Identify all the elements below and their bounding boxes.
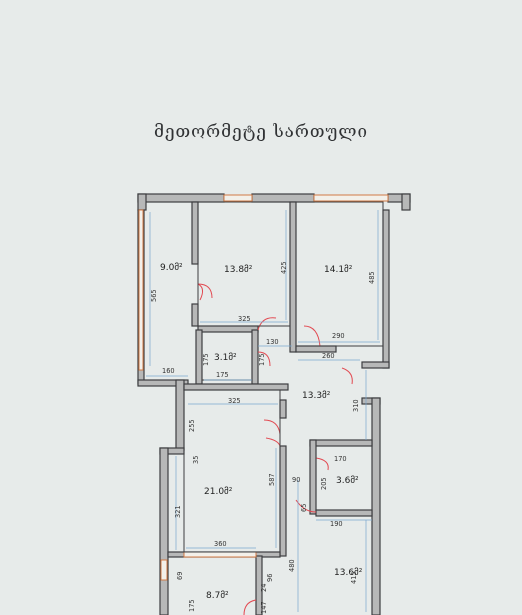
walls (137, 193, 411, 615)
outline-room3 (295, 201, 384, 347)
room-area-6: 21.0მ² (204, 486, 233, 497)
wall-hall-top (183, 383, 289, 391)
wall-top-middle (251, 193, 315, 203)
dim-360: 360 (214, 540, 227, 548)
dim-190: 190 (330, 520, 343, 528)
wall-room7-top (309, 439, 373, 447)
wall-left-top (137, 193, 147, 211)
door-room3 (303, 325, 321, 347)
dim-290: 290 (332, 332, 345, 340)
door-room8 (295, 499, 317, 513)
room-area-5: 13.3მ² (302, 390, 331, 401)
dim-69: 69 (176, 572, 184, 580)
wall-left-step (137, 379, 189, 387)
wall-right-room3 (382, 209, 390, 369)
room-area-1: 9.0მ² (160, 262, 183, 273)
dim-175-b: 175 (216, 371, 229, 379)
door-entrance (341, 367, 353, 385)
wall-room6-right (279, 445, 287, 557)
outline-room7 (315, 445, 373, 511)
door-wc (257, 351, 271, 367)
dim-130: 130 (266, 338, 279, 346)
door-room1-leaf (197, 283, 204, 301)
door-room7 (315, 457, 329, 471)
dim-90: 90 (292, 476, 300, 484)
room-area-7: 3.6მ² (336, 475, 359, 486)
room-area-4: 3.1მ² (214, 352, 237, 363)
dim-175-d: 175 (188, 599, 196, 612)
dim-310: 310 (352, 399, 360, 412)
wall-room1-room2-lower (191, 303, 199, 327)
wall-left-upper-hall (175, 379, 185, 451)
window-room3 (313, 194, 389, 202)
room-outlines (183, 201, 384, 553)
room-area-2: 13.8მ² (224, 264, 253, 275)
wall-room2-room3 (289, 201, 297, 353)
dim-147: 147 (260, 601, 268, 614)
dim-325-top: 325 (238, 315, 251, 323)
door-room9 (243, 599, 257, 615)
wall-room6-right-upper (279, 399, 287, 419)
window-room9 (160, 559, 168, 581)
dim-175-a: 175 (202, 353, 210, 366)
room-area-3: 14.1მ² (324, 264, 353, 275)
floor-title: მეთორმეტე სართული (154, 122, 368, 142)
dim-587: 587 (268, 473, 276, 486)
dim-160: 160 (162, 367, 175, 375)
dim-321: 321 (174, 505, 182, 518)
room-labels: 9.0მ² 13.8მ² 14.1მ² 3.1მ² 13.3მ² 21.0მ² … (160, 262, 363, 601)
dim-255: 255 (188, 419, 196, 432)
window-room2 (223, 194, 253, 202)
windows (138, 194, 389, 581)
wall-right-top (401, 193, 411, 211)
wall-room1-room2-upper (191, 201, 199, 265)
dim-480: 480 (288, 559, 296, 572)
dim-260: 260 (322, 352, 335, 360)
door-room6-b (265, 437, 281, 447)
window-room1 (138, 209, 144, 371)
wall-room9-right (255, 555, 263, 615)
wall-room3-bottom-right (361, 361, 390, 369)
dimension-lines (146, 210, 380, 612)
wall-right-lower (371, 397, 381, 615)
room-area-8: 13.6მ² (334, 567, 363, 578)
doors (197, 283, 353, 615)
dim-35: 35 (192, 456, 200, 464)
wall-room7-left (309, 439, 317, 515)
wall-room7-bottom (315, 509, 373, 517)
wall-room2-bottom (197, 325, 259, 333)
dim-565: 565 (150, 289, 158, 302)
outline-room2 (197, 201, 291, 327)
dim-205: 205 (320, 477, 328, 490)
dim-485: 485 (368, 271, 376, 284)
dim-325-hall: 325 (228, 397, 241, 405)
wall-left-lower (159, 447, 169, 615)
dim-96: 96 (266, 574, 274, 582)
window-room6 (183, 551, 257, 558)
door-room2 (257, 317, 277, 331)
dim-415: 415 (350, 571, 358, 584)
dim-24: 24 (260, 584, 268, 592)
dim-170: 170 (334, 455, 347, 463)
outline-room6 (183, 389, 281, 553)
door-room6-a (263, 419, 281, 435)
dim-175-c: 175 (258, 353, 266, 366)
room-area-9: 8.7მ² (206, 590, 229, 601)
wall-top-left (137, 193, 225, 203)
dimension-labels: 565 425 485 325 290 130 260 160 175 175 … (150, 261, 376, 614)
door-room1 (197, 283, 213, 299)
dim-65: 65 (300, 504, 308, 512)
dim-425: 425 (280, 261, 288, 274)
